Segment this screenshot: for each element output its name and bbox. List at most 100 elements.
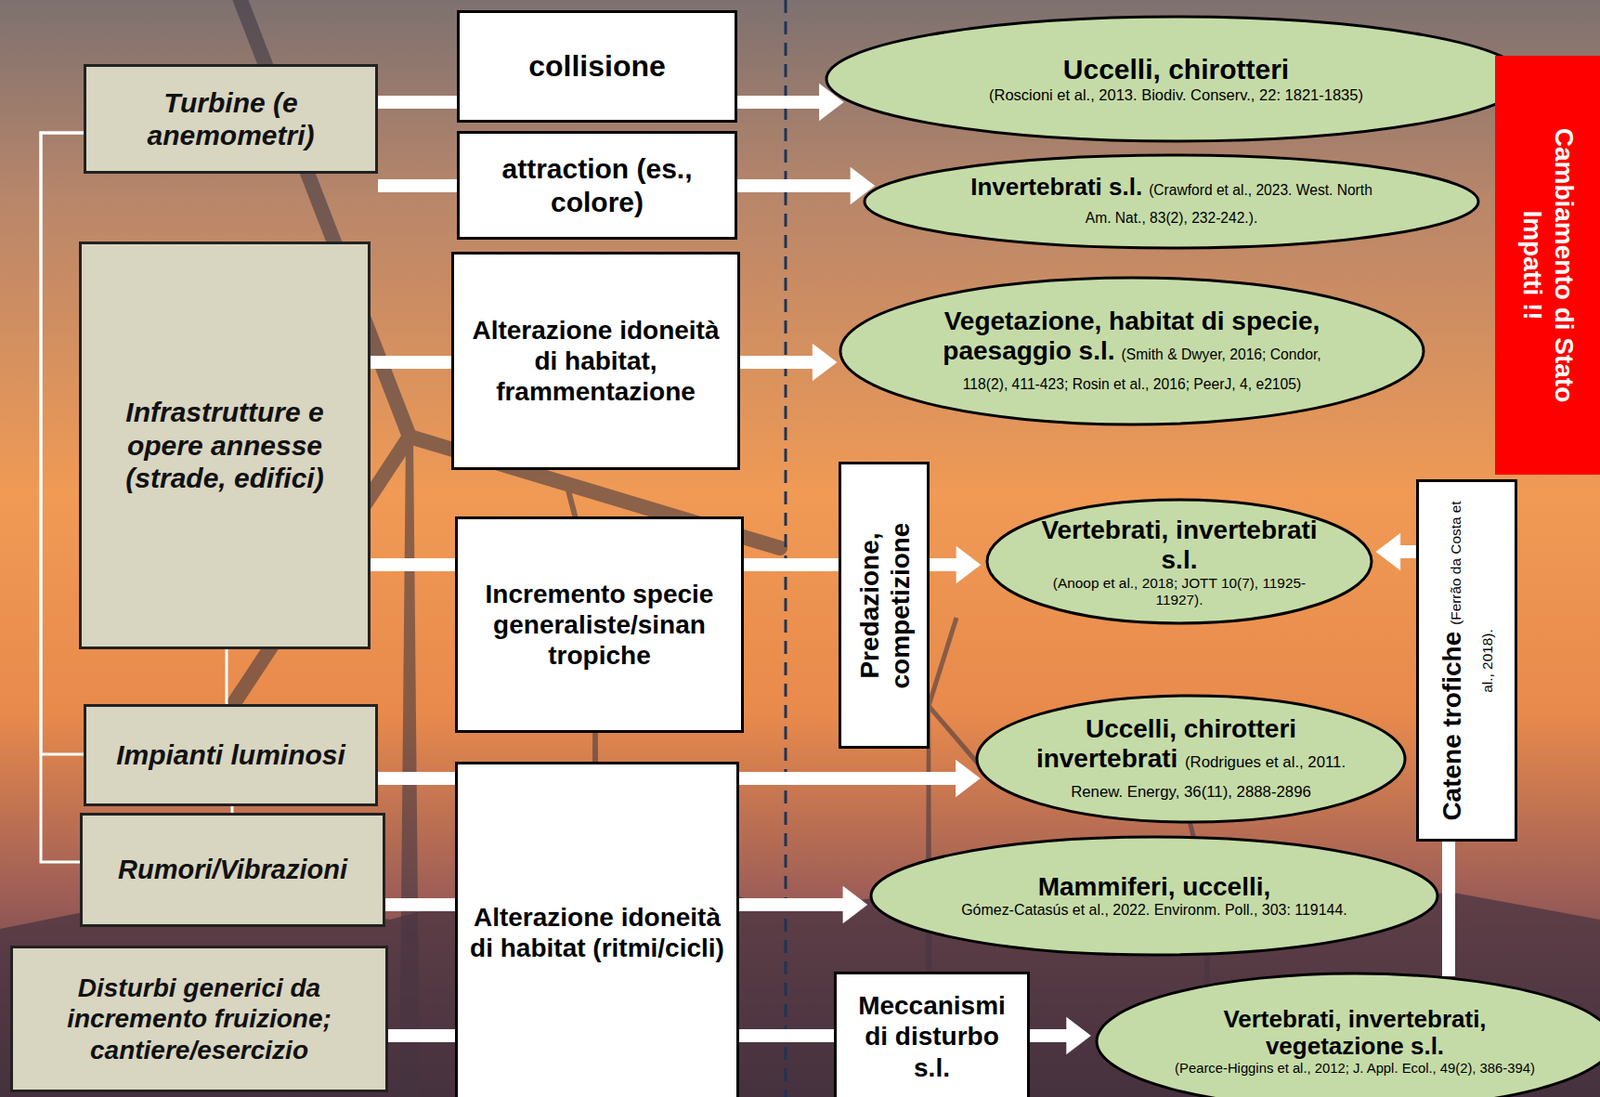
ellipse-shape [1096,973,1600,1097]
flow-arrow [737,167,875,206]
text-box: Uccelli, chirotteri invertebrati(Rodrigu… [1030,702,1352,815]
text-box: Uccelli, chirotteri(Roscioni et al., 201… [964,24,1388,134]
node-label: Vertebrati, invertebrati, vegetazione s.… [1172,1005,1537,1062]
mechanism-box: collisione [456,10,738,123]
node-label: Impianti luminosi [116,738,346,771]
source-box: Rumori/Vibrazioni [79,812,386,927]
text-box: Meccanismi di disturbo s.l. [844,979,1020,1093]
text-wrap: Vertebrati, invertebrati, vegetazione s.… [1172,1005,1537,1078]
flow-arrow [740,343,837,382]
source-box: Impianti luminosi [83,703,378,807]
text-wrap: Mammiferi, uccelli,Gómez-Catasús et al.,… [961,871,1348,920]
rotated-text-box: Cambiamento di Stato Impatti !! [1497,89,1598,443]
node-label: Rumori/Vibrazioni [117,853,348,885]
text-box: Invertebrati s.l.(Crawford et al., 2023.… [967,159,1376,244]
node-label: Cambiamento di Stato Impatti !! [1516,98,1578,433]
food-chain-box: Catene trofiche(Ferrão da Costa et al., … [1416,479,1518,842]
text-box: Alterazione idoneità di habitat (ritmi/c… [465,769,729,1095]
connector-line [226,649,228,704]
connector-path [370,355,452,369]
text-wrap: Meccanismi di disturbo s.l. [844,989,1020,1082]
text-wrap: Impianti luminosi [116,738,346,771]
impact-band: Cambiamento di Stato Impatti !! [1495,55,1600,475]
flow-arrow [377,778,456,780]
rotated-text-box: Catene trofiche(Ferrão da Costa et al., … [1418,481,1515,839]
source-box: Infrastrutture e opere annesse (strade, … [78,241,371,650]
connector-path [929,558,959,572]
receptor-ellipse: Uccelli, chirotteri invertebrati(Rodrigu… [975,693,1407,824]
node-label: Meccanismi di disturbo s.l. [844,989,1020,1082]
connector-path [388,1028,456,1042]
text-wrap: Uccelli, chirotteri(Roscioni et al., 201… [988,53,1364,104]
mechanism-box: Incremento specie generaliste/sinan trop… [455,516,744,733]
connector-path [740,355,815,369]
connector-line [232,806,234,813]
source-box: Disturbi generici da incremento fruizion… [10,945,389,1093]
node-label: Alterazione idoneità di habitat (ritmi/c… [465,901,729,963]
text-wrap: Incremento specie generaliste/sinan trop… [465,578,734,671]
flow-arrow [377,102,457,104]
ellipse-shape [871,836,1438,955]
arrow-head [843,885,869,924]
text-box: Disturbi generici da incremento fruizion… [20,953,378,1084]
node-label: Uccelli, chirotteri [988,53,1364,87]
receptor-ellipse: Mammiferi, uccelli,Gómez-Catasús et al.,… [869,834,1440,957]
node-label: Disturbi generici da incremento fruizion… [20,972,378,1065]
ellipse-shape [976,695,1405,822]
ellipse-shape [987,499,1372,624]
node-label: Alterazione idoneità di habitat, frammen… [461,314,730,407]
connector-path [739,897,846,911]
text-wrap: Cambiamento di Stato Impatti !! [1516,98,1578,433]
arrow-head [956,546,982,585]
flow-arrow [739,885,868,924]
flow-arrow [388,1035,456,1037]
node-label: Mammiferi, uccelli, [961,871,1348,902]
dashed-divider [784,0,788,1097]
text-wrap: attraction (es., colore) [467,152,728,219]
text-box: Vegetazione, habitat di specie, paesaggi… [920,286,1344,417]
node-label: Catene trofiche [1436,630,1466,820]
connector-path [40,132,84,755]
reference-text: Gómez-Catasús et al., 2022. Environm. Po… [961,901,1348,919]
connector-path [1442,841,1456,976]
node-label: collisione [528,49,666,85]
ellipse-shape [840,277,1424,425]
text-wrap: Rumori/Vibrazioni [117,853,348,885]
connector-path [1398,545,1417,559]
connector-path [377,95,457,109]
interaction-box: Predazione, competizione [838,461,930,749]
flow-arrow [370,564,456,566]
text-box: Incremento specie generaliste/sinan trop… [465,524,734,725]
receptor-ellipse: Uccelli, chirotteri(Roscioni et al., 201… [824,14,1528,144]
text-box: Vertebrati, invertebrati, vegetazione s.… [1172,981,1537,1097]
reference-text: (Pearce-Higgins et al., 2012; J. Appl. E… [1172,1060,1537,1077]
connector-path [40,132,84,862]
text-box: Impianti luminosi [93,712,368,798]
text-box: attraction (es., colore) [467,139,728,232]
text-wrap: Predazione, competizione [853,473,915,737]
receptor-ellipse: Vertebrati, invertebrati s.l.(Anoop et a… [985,497,1374,625]
receptor-ellipse: Vertebrati, invertebrati, vegetazione s.… [1094,971,1600,1097]
connector-path [739,1028,834,1042]
receptor-ellipse: Invertebrati s.l.(Crawford et al., 2023.… [862,153,1481,250]
mechanism-box: attraction (es., colore) [456,130,738,240]
arrow-head [1376,533,1402,572]
flow-arrow [743,564,839,566]
mechanism-box: Alterazione idoneità di habitat, frammen… [451,251,741,470]
node-label: attraction (es., colore) [467,152,728,219]
ellipse-shape [826,16,1526,142]
mechanism-box: Meccanismi di disturbo s.l. [833,971,1030,1097]
flow-arrow [1376,533,1417,572]
connector-path [370,558,456,572]
flow-arrow [385,904,456,906]
flow-arrow [1029,1016,1092,1055]
text-wrap: Disturbi generici da incremento fruizion… [20,972,378,1065]
connector-path [1029,1028,1068,1042]
text-wrap: Alterazione idoneità di habitat, frammen… [461,314,730,407]
flow-arrow [929,546,981,585]
ellipse-shape [864,155,1479,248]
connector-line [40,132,84,862]
flow-arrow [737,83,845,122]
